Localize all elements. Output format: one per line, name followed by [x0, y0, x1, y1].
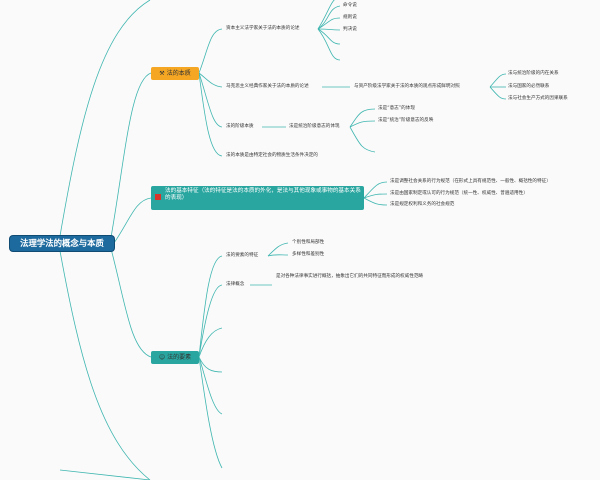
branch-features[interactable]: 法的基本特征（法的特征是法的本质的外化，是法与其他现象或事物的基本关系的表现） — [151, 186, 364, 210]
link-root-top — [59, 0, 151, 237]
class-item-1[interactable]: 法是“意志”的体现 — [378, 106, 415, 111]
cap-item-3[interactable]: 判决说 — [343, 27, 357, 32]
class-item-2[interactable]: 法是“统治”阶级意志的反映 — [378, 118, 434, 123]
tools-icon: ⚒ — [159, 70, 165, 77]
link-root-branch2 — [113, 197, 152, 244]
link-root-branch3 — [109, 244, 152, 358]
mask-icon: ☺ — [158, 354, 166, 361]
concept-label[interactable]: 法律概念 — [226, 282, 245, 287]
class-nature-detail[interactable]: 法是统治阶级意志的体现 — [289, 124, 340, 129]
link-b1-capitalist — [198, 28, 223, 74]
marxist-detail[interactable]: 与资产阶级法学家关于法的本质的观点形成鲜明对照 — [354, 84, 460, 89]
marxist-label[interactable]: 马克思主义经典作家关于法的本质的论述 — [226, 84, 309, 89]
elements-features-label[interactable]: 法的要素的特征 — [226, 253, 259, 258]
link-b1-marxist — [198, 72, 223, 88]
red-square-icon — [155, 194, 161, 200]
material-label[interactable]: 法的本质是由特定社会的物质生活条件决定的 — [226, 153, 318, 158]
cap-item-1[interactable]: 命令说 — [343, 3, 357, 8]
marxist-item-2[interactable]: 法与国家的必然联系 — [508, 84, 550, 89]
branch-elements[interactable]: ☺法的要素 — [151, 351, 199, 364]
marxist-item-1[interactable]: 法与统治阶级的内在关系 — [508, 71, 559, 76]
link-root-bottom — [59, 250, 151, 480]
root-node[interactable]: 法理学法的概念与本质 — [10, 236, 114, 251]
elements-item-2[interactable]: 多样性和差别性 — [292, 252, 325, 257]
elements-item-1[interactable]: 个别性和局部性 — [292, 240, 325, 245]
capitalist-label[interactable]: 资本主义法学家关于法的本质的论述 — [226, 26, 300, 31]
feature-item-2[interactable]: 法是由国家制定或认可的行为规范（统一性、权威性、普遍适用性） — [390, 191, 528, 196]
feature-item-1[interactable]: 法是调整社会关系的行为规范（在形式上具有规范性、一般性、概括性的特征） — [390, 179, 551, 184]
feature-item-3[interactable]: 法是规定权利和义务的社会规范 — [390, 202, 455, 207]
marxist-item-3[interactable]: 法与社会生产方式的因果联系 — [508, 96, 568, 101]
link-cap-items — [317, 5, 341, 30]
class-nature-label[interactable]: 法的阶级本质 — [226, 124, 254, 129]
link-b1-material — [198, 72, 223, 157]
cap-item-2[interactable]: 规则说 — [343, 15, 357, 20]
link-root-branch1 — [109, 72, 152, 244]
branch-nature[interactable]: ⚒法的本质 — [151, 67, 199, 80]
link-b1-class — [198, 72, 223, 128]
concept-detail[interactable]: 是对各种法律事实进行概括，抽象出它们的共同特征而形成的权威性范畴 — [276, 274, 424, 279]
